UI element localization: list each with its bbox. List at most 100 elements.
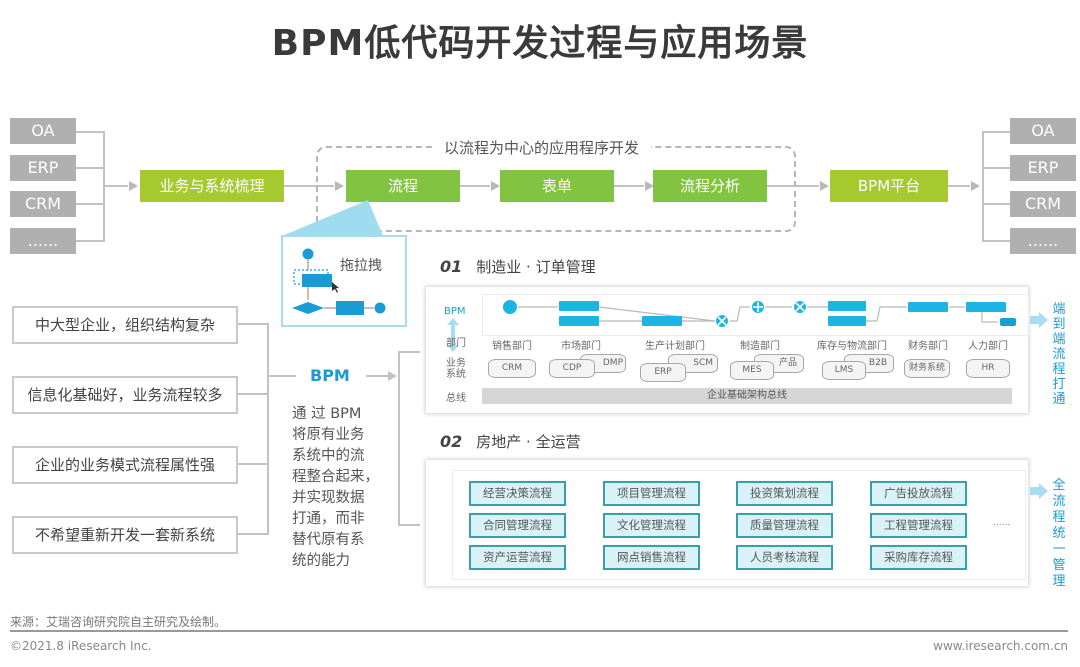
process-item: 文化管理流程 xyxy=(603,513,700,538)
case1-number: 01 xyxy=(440,257,463,276)
right-system-erp: ERP xyxy=(1010,155,1076,181)
cursor-icon xyxy=(332,282,339,293)
task-node xyxy=(828,316,866,326)
condition-item: 信息化基础好，业务流程较多 xyxy=(12,376,238,414)
department-label: 制造部门 xyxy=(740,341,780,352)
bpm-desc-line: 打通，而非 xyxy=(292,511,365,527)
step-form: 表单 xyxy=(500,170,614,202)
end-node-icon xyxy=(374,302,386,314)
connector xyxy=(398,351,420,353)
side-label-bpm: BPM xyxy=(444,306,466,317)
condition-item: 企业的业务模式流程属性强 xyxy=(12,446,238,484)
condition-item: 不希望重新开发一套新系统 xyxy=(12,516,238,554)
connector xyxy=(398,351,400,525)
side-label-system: 业务系统 xyxy=(446,358,466,380)
callout-pointer xyxy=(282,200,383,236)
left-system-more: ...... xyxy=(10,228,76,254)
connector xyxy=(238,463,268,465)
connector xyxy=(982,240,1010,242)
side-label-bus: 总线 xyxy=(446,393,466,404)
system-db: MES xyxy=(730,361,774,380)
case2-heading: 02 房地产 · 全运营 xyxy=(440,431,581,452)
task-node xyxy=(559,301,599,311)
connector xyxy=(238,323,268,325)
enterprise-bus: 企业基础架构总线 xyxy=(482,388,1012,404)
system-db: 财务系统 xyxy=(904,359,950,378)
system-db: CRM xyxy=(488,359,536,378)
department-label: 生产计划部门 xyxy=(645,341,705,352)
page-title: BPM低代码开发过程与应用场景 xyxy=(271,23,809,64)
connector xyxy=(948,185,970,187)
task-node xyxy=(828,301,866,311)
connector xyxy=(614,185,644,187)
case2-result: 全流程统一管理 xyxy=(1052,478,1066,589)
bpm-label: BPM xyxy=(310,366,350,385)
bpm-platform: BPM平台 xyxy=(830,170,948,202)
side-label-dept: 部门 xyxy=(446,338,466,349)
arrow-right-icon xyxy=(335,181,344,191)
start-event-icon xyxy=(503,300,517,314)
bpm-description: 通 过 BPM 将原有业务 系统中的流 程整合起来， 并实现数据 打通，而非 替… xyxy=(292,404,392,572)
condition-item: 中大型企业，组织结构复杂 xyxy=(12,306,238,344)
bidirectional-arrow-icon xyxy=(447,318,459,352)
end-task-node xyxy=(1000,318,1016,326)
task-node xyxy=(642,316,682,326)
copyright: ©2021.8 iResearch Inc. xyxy=(10,639,152,653)
process-item: 合同管理流程 xyxy=(469,513,566,538)
process-item: 经营决策流程 xyxy=(469,481,566,506)
source-note: 来源：艾瑞咨询研究院自主研究及绘制。 xyxy=(10,615,227,629)
task-node-icon xyxy=(336,301,364,315)
result-arrow-icon xyxy=(1030,483,1048,499)
process-item: 资产运营流程 xyxy=(469,545,566,570)
connector xyxy=(398,524,420,526)
connector xyxy=(76,240,104,242)
bpm-desc-line: 并实现数据 xyxy=(292,490,365,506)
more-processes: ...... xyxy=(993,518,1011,528)
connector xyxy=(767,185,819,187)
right-system-oa: OA xyxy=(1010,118,1076,144)
arrow-right-icon xyxy=(491,181,500,191)
footer-divider xyxy=(10,630,1068,632)
task-node xyxy=(966,302,1006,312)
connector xyxy=(76,131,104,133)
system-db: LMS xyxy=(822,361,866,380)
connector xyxy=(366,375,390,377)
arrow-right-icon xyxy=(645,181,654,191)
step-process-analysis: 流程分析 xyxy=(653,170,767,202)
arrow-right-icon xyxy=(971,181,980,191)
task-node xyxy=(559,316,599,326)
connector xyxy=(238,393,268,395)
connector xyxy=(267,323,269,535)
connector xyxy=(104,185,128,187)
process-item: 网点销售流程 xyxy=(603,545,700,570)
system-db: HR xyxy=(966,359,1010,378)
connector xyxy=(982,167,1010,169)
bpm-desc-line: 程整合起来， xyxy=(292,469,379,485)
connector xyxy=(982,131,1010,133)
result-arrow-icon xyxy=(1030,312,1048,328)
arrow-right-icon xyxy=(820,181,829,191)
task-node xyxy=(908,302,948,312)
task-node-icon xyxy=(302,274,332,287)
case2-title: 房地产 · 全运营 xyxy=(476,433,581,451)
case1-flow-diagram xyxy=(503,300,1016,327)
bpm-desc-line: 将原有业务 xyxy=(292,427,365,443)
arrow-right-icon xyxy=(129,181,138,191)
process-item: 广告投放流程 xyxy=(870,481,967,506)
case2-number: 02 xyxy=(440,432,463,451)
step-process: 流程 xyxy=(346,170,460,202)
process-item: 人员考核流程 xyxy=(736,545,833,570)
frame-label: 以流程为中心的应用程序开发 xyxy=(432,137,652,158)
system-db: ERP xyxy=(640,363,686,382)
bpm-desc-line: 系统中的流 xyxy=(292,448,365,464)
process-item: 工程管理流程 xyxy=(870,513,967,538)
connector xyxy=(284,185,334,187)
process-item: 质量管理流程 xyxy=(736,513,833,538)
department-label: 财务部门 xyxy=(908,341,948,352)
department-label: 库存与物流部门 xyxy=(817,341,887,352)
process-item: 投资策划流程 xyxy=(736,481,833,506)
department-label: 销售部门 xyxy=(492,341,532,352)
case1-result: 端到端流程打通 xyxy=(1052,302,1066,407)
process-item: 项目管理流程 xyxy=(603,481,700,506)
